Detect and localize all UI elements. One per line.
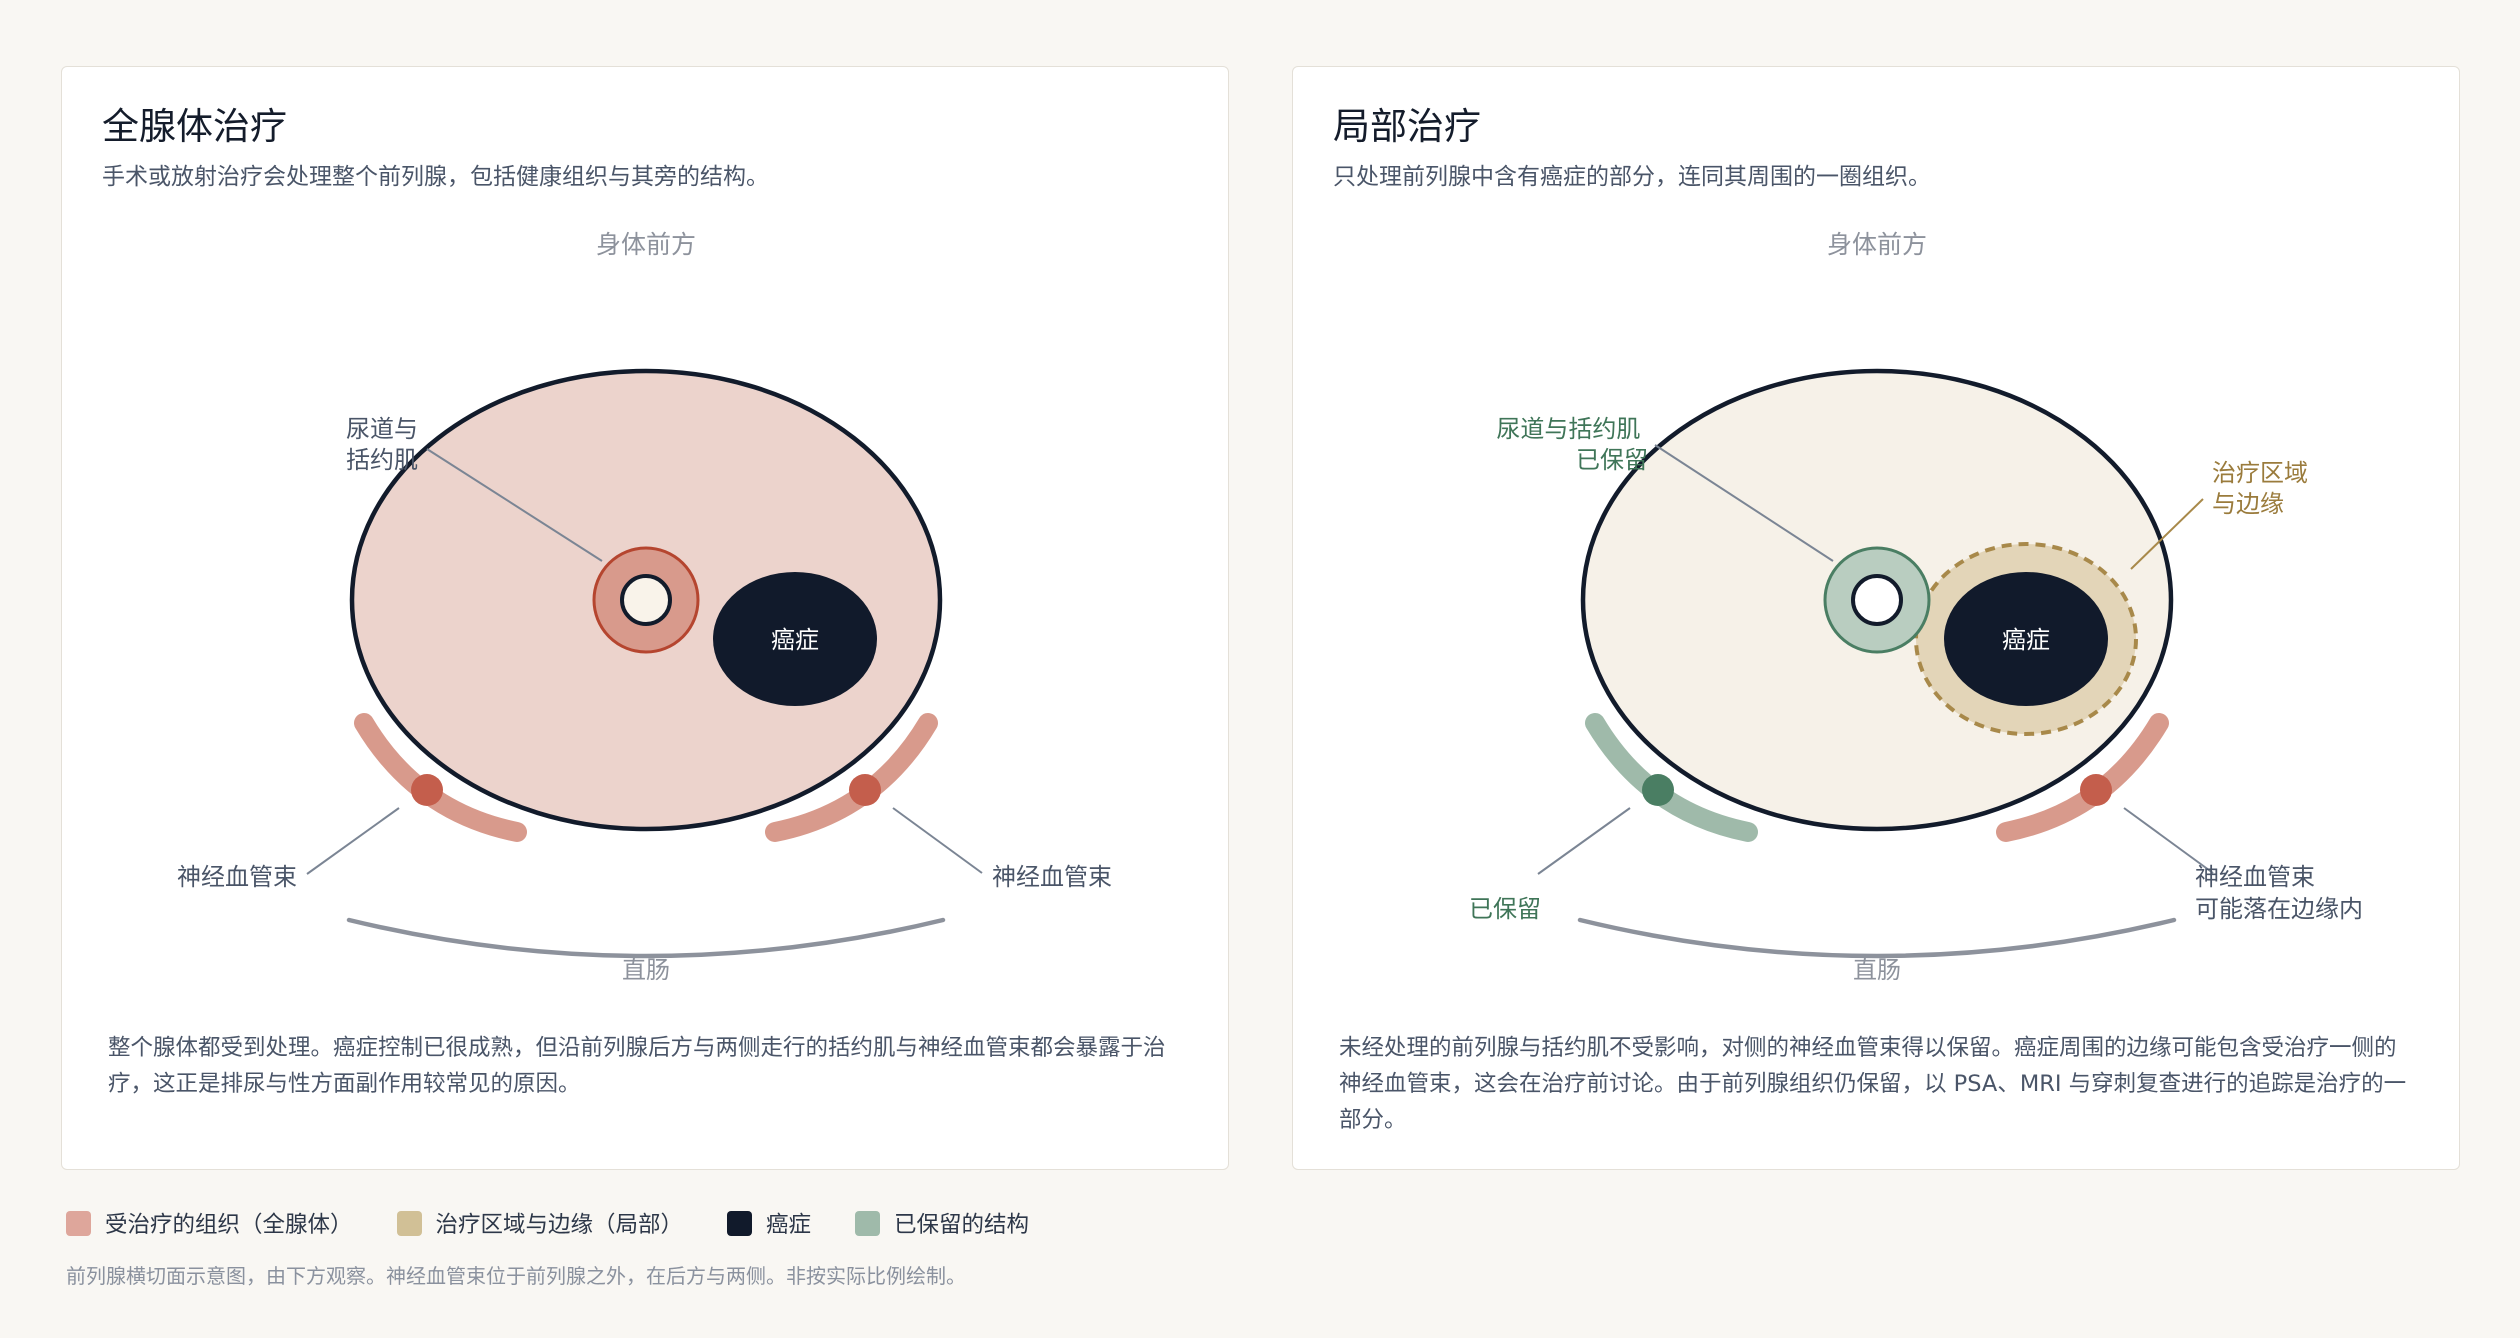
margin-label: 治疗区域 与边缘 bbox=[2212, 459, 2316, 518]
front-label: 身体前方 bbox=[1827, 230, 1927, 259]
left-bundle-node bbox=[411, 774, 443, 806]
focal-diagram: 身体前方 癌症 尿道与括约肌 已保留 治疗区域 与边缘 已保留 bbox=[1469, 230, 2363, 984]
right-bundle-node bbox=[2080, 774, 2112, 806]
cancer-lesion bbox=[1944, 572, 2108, 706]
urethra-leader-line bbox=[426, 448, 603, 562]
footnote: 前列腺横切面示意图，由下方观察。神经血管束位于前列腺之外，在后方与两侧。非按实际… bbox=[66, 1264, 966, 1288]
panel-description: 整个腺体都受到处理。癌症控制已很成熟，但沿前列腺后方与两侧走行的括约肌与神经血管… bbox=[108, 1035, 1166, 1097]
rectum-label: 直肠 bbox=[622, 956, 670, 984]
focal-panel: 局部治疗 只处理前列腺中含有癌症的部分，连同其周围的一圈组织。 身体前方 癌症 … bbox=[1292, 66, 2460, 1170]
margin-leader-line bbox=[2130, 498, 2204, 570]
legend-swatch bbox=[66, 1210, 91, 1236]
legend-item-margin-zone: 治疗区域与边缘（局部） bbox=[396, 1207, 684, 1239]
legend-label: 已保留的结构 bbox=[894, 1212, 1030, 1238]
legend-swatch bbox=[396, 1210, 422, 1236]
legend-label: 癌症 bbox=[766, 1212, 812, 1238]
right-bundle-leader-line bbox=[892, 807, 983, 874]
right-bundle-label: 神经血管束 可能落在边缘内 bbox=[2195, 863, 2363, 923]
rectum-line bbox=[346, 917, 946, 959]
right-bundle-node bbox=[849, 774, 881, 806]
legend-item-cancer: 癌症 bbox=[727, 1207, 811, 1239]
panel-description: 未经处理的前列腺与括约肌不受影响，对侧的神经血管束得以保留。癌症周围的边缘可能包… bbox=[1339, 1035, 2407, 1133]
cancer-label: 癌症 bbox=[2002, 626, 2050, 654]
cancer-label: 癌症 bbox=[771, 626, 819, 654]
left-bundle-label: 神经血管束 bbox=[177, 863, 297, 891]
panel-subtitle: 手术或放射治疗会处理整个前列腺，包括健康组织与其旁的结构。 bbox=[102, 164, 769, 190]
cancer-lesion bbox=[713, 572, 877, 706]
left-bundle-node bbox=[1642, 774, 1674, 806]
whole-gland-panel: 全腺体治疗 手术或放射治疗会处理整个前列腺，包括健康组织与其旁的结构。 身体前方… bbox=[61, 66, 1229, 1170]
urethra-leader-line bbox=[1654, 444, 1834, 562]
right-bundle-label: 神经血管束 bbox=[992, 863, 1112, 891]
legend-item-preserved: 已保留的结构 bbox=[855, 1207, 1029, 1239]
legend-swatch bbox=[727, 1210, 753, 1236]
rectum-line bbox=[1577, 917, 2177, 959]
urethra-label: 尿道与括约肌 已保留 bbox=[1496, 415, 1648, 474]
urethra-lumen bbox=[1851, 574, 1903, 626]
front-label: 身体前方 bbox=[596, 230, 696, 259]
legend: 受治疗的组织（全腺体） 治疗区域与边缘（局部） 癌症 已保留的结构 bbox=[66, 1208, 1073, 1238]
rectum-label: 直肠 bbox=[1853, 956, 1901, 984]
urethra-lumen bbox=[620, 574, 672, 626]
left-bundle-leader-line bbox=[1537, 807, 1631, 875]
panel-title: 局部治疗 bbox=[1333, 105, 1481, 148]
legend-label: 受治疗的组织（全腺体） bbox=[105, 1212, 353, 1238]
left-bundle-label: 已保留 bbox=[1469, 895, 1541, 923]
legend-label: 治疗区域与边缘（局部） bbox=[435, 1212, 684, 1238]
whole-gland-diagram: 身体前方 癌症 尿道与 括约肌 神经血管束 神经血管束 直肠 bbox=[177, 230, 1112, 984]
left-bundle-leader-line bbox=[306, 807, 400, 875]
panel-subtitle: 只处理前列腺中含有癌症的部分，连同其周围的一圈组织。 bbox=[1333, 164, 1931, 190]
urethra-label: 尿道与 括约肌 bbox=[346, 415, 426, 474]
panel-title: 全腺体治疗 bbox=[102, 105, 287, 148]
legend-item-treated-tissue: 受治疗的组织（全腺体） bbox=[66, 1207, 353, 1239]
right-bundle-leader-line bbox=[2123, 807, 2214, 874]
legend-swatch bbox=[855, 1210, 881, 1236]
